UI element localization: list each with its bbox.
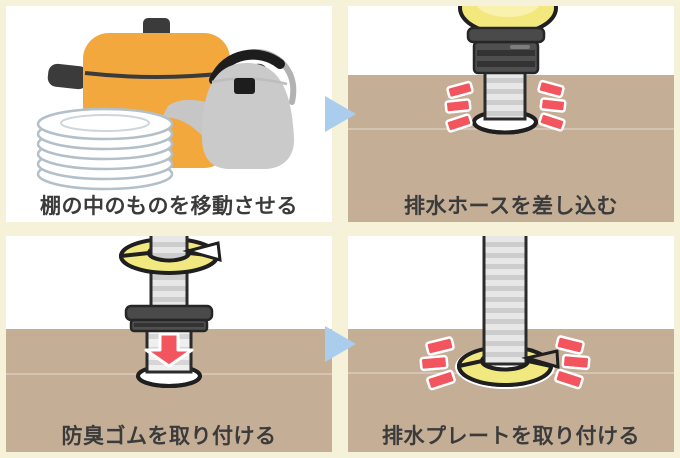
drain-hose-inserted-illustration — [348, 6, 674, 222]
drain-hose — [483, 64, 527, 121]
drain-plate-front — [456, 358, 554, 387]
drain-plate-attach-illustration — [348, 236, 674, 452]
drain-plate-ring-front — [118, 250, 220, 275]
pot-kettle-plates-illustration — [36, 18, 297, 191]
kettle-illustration — [162, 49, 297, 169]
step-panel-4: 排水プレートを取り付ける — [348, 236, 674, 452]
step-caption-1: 棚の中のものを移動させる — [40, 194, 298, 218]
drain-hole-front-rim — [136, 375, 202, 388]
kettle-spout — [162, 99, 206, 140]
drain-hole-front-rim — [472, 121, 538, 135]
hose-coupling — [466, 26, 546, 75]
drain-plate-notch — [182, 241, 222, 263]
odor-rubber-attach-illustration — [6, 236, 332, 452]
emphasis-marks — [444, 79, 567, 133]
step-panel-2: 排水ホースを差し込む — [348, 6, 674, 222]
kettle-handle-grip — [209, 49, 285, 85]
step-caption-3: 防臭ゴムを取り付ける — [61, 424, 277, 448]
odor-rubber-coupling — [124, 304, 214, 333]
emphasis-marks — [419, 335, 591, 391]
step-caption-2: 排水ホースを差し込む — [404, 194, 618, 218]
kettle-body — [202, 63, 295, 169]
plates-illustration — [36, 107, 174, 191]
step-panel-3: 防臭ゴムを取り付ける — [6, 236, 332, 452]
push-down-arrow-icon — [144, 332, 194, 368]
kettle-lid-knob — [234, 78, 255, 94]
drain-plate-notch — [521, 349, 560, 370]
step-panel-1: 棚の中のものを移動させる — [6, 6, 332, 222]
next-step-arrow-icon — [324, 95, 358, 133]
step-caption-4: 排水プレートを取り付ける — [382, 424, 640, 448]
pot-left-handle — [47, 63, 89, 90]
next-step-arrow-icon — [324, 325, 358, 363]
drain-hose — [482, 236, 528, 366]
drain-plate-highlight — [477, 6, 539, 17]
